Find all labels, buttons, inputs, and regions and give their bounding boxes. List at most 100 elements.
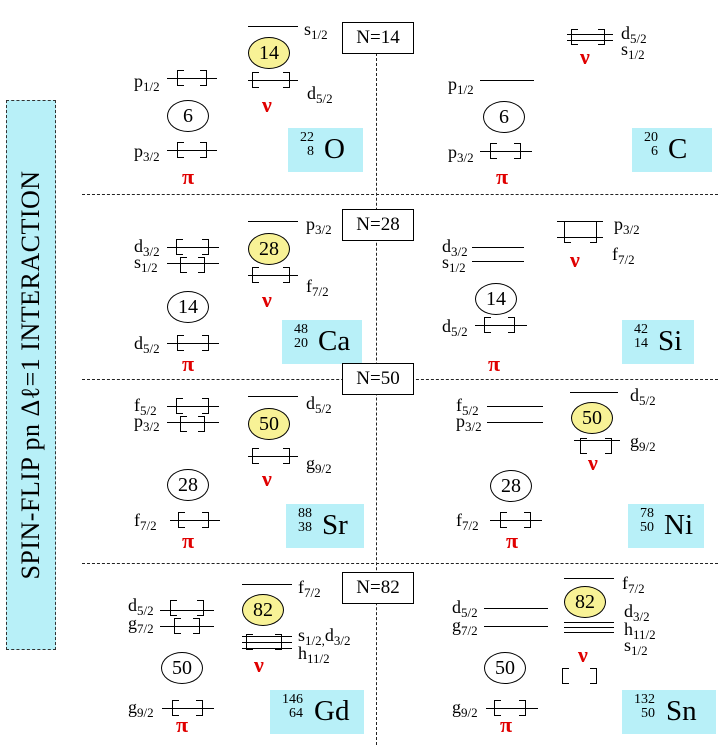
level-line [167, 78, 217, 79]
level-bracket [514, 143, 521, 159]
level-line [487, 406, 543, 407]
level-bracket [252, 72, 259, 88]
level-bracket [178, 512, 185, 528]
level-label: d5/2 [452, 597, 478, 620]
level-line [484, 608, 548, 609]
level-bracket [177, 335, 184, 351]
neutron-magic-circle: 14 [248, 37, 290, 69]
level-bracket [598, 29, 605, 45]
level-line [487, 422, 543, 423]
level-line [162, 708, 214, 709]
level-label: f7/2 [612, 244, 635, 267]
level-label: s1/2,d3/2 [298, 625, 351, 648]
level-bracket [590, 668, 597, 684]
level-bracket [252, 448, 259, 464]
level-bracket [494, 700, 501, 716]
level-label: p3/2 [134, 411, 160, 434]
level-bracket [202, 398, 209, 414]
level-bracket [198, 257, 205, 273]
level-bracket [283, 267, 290, 283]
level-bracket [180, 257, 187, 273]
level-label: d5/2 [128, 595, 154, 618]
proton-symbol: π [176, 712, 189, 737]
neutron-symbol: ν [262, 287, 272, 312]
proton-gap-circle: 50 [484, 652, 526, 684]
n-label-box: N=50 [342, 363, 414, 395]
level-label: f5/2 [134, 395, 157, 418]
n-label-box: N=14 [342, 22, 414, 54]
level-bracket [177, 142, 184, 158]
proton-symbol: π [488, 351, 501, 376]
level-line [567, 34, 613, 35]
title-box: SPIN-FLIP pn Δℓ=1 INTERACTION [6, 100, 56, 650]
level-bracket [605, 438, 612, 454]
level-label: p1/2 [134, 71, 160, 94]
level-bracket [200, 142, 207, 158]
level-line [167, 150, 217, 151]
level-label: d3/2 [134, 236, 160, 259]
level-label: d5/2 [630, 385, 656, 408]
neutron-magic-circle: 50 [571, 402, 613, 434]
level-label: h11/2 [624, 619, 656, 642]
level-bracket [170, 600, 177, 616]
level-bracket [564, 221, 571, 243]
level-bracket [590, 221, 597, 243]
level-label: g7/2 [128, 613, 154, 636]
proton-symbol: π [506, 528, 519, 553]
n-label-box: N=82 [342, 572, 414, 604]
level-line [167, 343, 219, 344]
level-label: g9/2 [630, 431, 656, 454]
proton-symbol: π [496, 164, 509, 189]
level-bracket [176, 239, 183, 255]
level-label: f7/2 [298, 577, 321, 600]
level-bracket [174, 618, 181, 634]
proton-gap-circle: 14 [475, 283, 517, 315]
level-bracket [200, 70, 207, 86]
vertical-divider [376, 48, 377, 745]
level-line [472, 247, 524, 248]
level-line [484, 626, 548, 627]
panel-n50: N=50 f5/2 p3/2 28 f7/2 π d5/2 50 g9/2 ν … [82, 363, 720, 563]
level-line [167, 247, 219, 248]
panel-n28: N=28 d3/2 s1/2 14 d5/2 π p3/2 28 f7/2 ν … [82, 195, 720, 379]
level-label: p3/2 [614, 214, 640, 237]
proton-symbol: π [182, 351, 195, 376]
neutron-magic-circle: 28 [248, 233, 290, 265]
level-label: s1/2 [304, 19, 328, 42]
level-line [564, 622, 614, 623]
level-bracket [198, 416, 205, 432]
level-line [567, 40, 613, 41]
proton-gap-circle: 50 [161, 652, 203, 684]
proton-gap-circle: 6 [483, 101, 525, 133]
level-line [248, 26, 298, 27]
level-bracket [172, 700, 179, 716]
level-line [557, 221, 603, 222]
neutron-symbol: ν [580, 44, 590, 69]
level-line [248, 456, 298, 457]
neutron-magic-circle: 50 [248, 408, 290, 440]
level-label: d5/2 [442, 316, 468, 339]
level-bracket [508, 317, 515, 333]
level-label: g7/2 [452, 615, 478, 638]
level-bracket [524, 512, 531, 528]
level-label: h11/2 [298, 643, 330, 666]
neutron-symbol: ν [254, 652, 264, 677]
proton-symbol: π [182, 164, 195, 189]
proton-gap-circle: 6 [167, 100, 209, 132]
level-line [248, 396, 298, 397]
proton-gap-circle: 14 [167, 291, 209, 323]
proton-gap-circle: 28 [490, 470, 532, 502]
level-bracket [571, 29, 578, 45]
level-line [170, 520, 220, 521]
proton-symbol: π [500, 712, 513, 737]
level-line [242, 584, 292, 585]
level-bracket [500, 512, 507, 528]
level-line [564, 632, 614, 633]
level-bracket [193, 618, 200, 634]
